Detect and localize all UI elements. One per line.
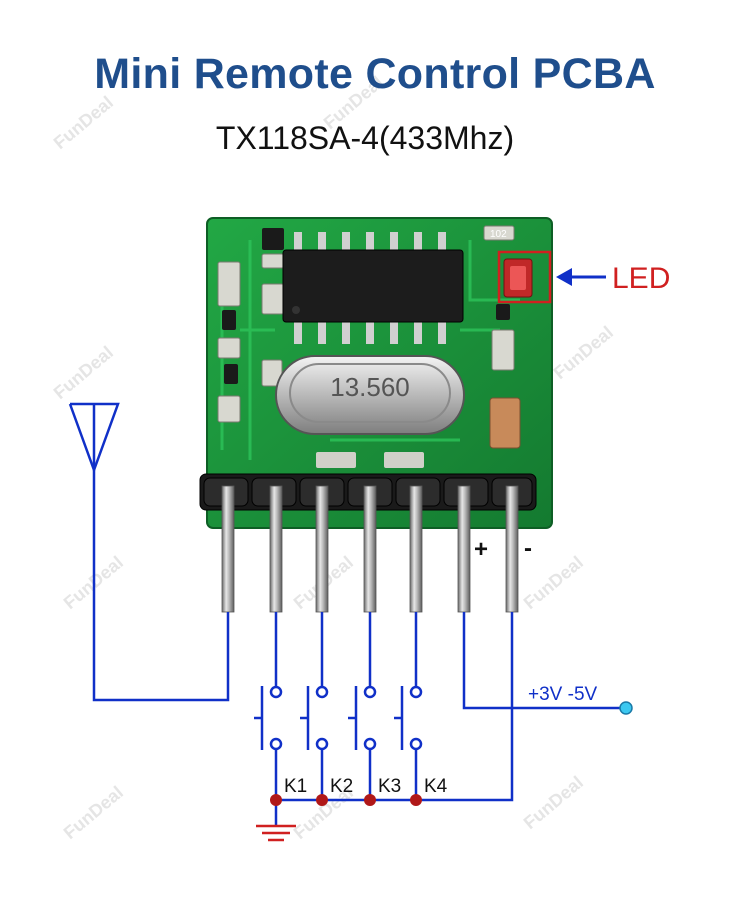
led-callout: LED <box>497 250 670 304</box>
ic-chip <box>282 232 464 344</box>
pin-k2 <box>315 485 329 613</box>
pcb-board: 102 <box>206 217 553 529</box>
key-label-k4: K4 <box>424 776 448 797</box>
pin-minus <box>505 485 519 613</box>
key-label-k2: K2 <box>330 776 353 797</box>
pin-plus-label: + <box>474 536 488 563</box>
push-button-icon <box>254 685 283 751</box>
crystal-label: 13.560 <box>330 372 410 402</box>
led-highlight-box <box>497 250 552 304</box>
push-button-icon <box>394 685 423 751</box>
pin-k1 <box>269 485 283 613</box>
watermark-7: FunDeal <box>60 782 127 843</box>
model-subtitle: TX118SA-4(433Mhz) <box>215 120 515 156</box>
push-button-icon <box>348 685 377 751</box>
pin-antenna <box>221 485 235 613</box>
power-terminal <box>619 701 633 715</box>
pin-minus-label: - <box>524 535 532 562</box>
watermark-3: FunDeal <box>550 322 617 383</box>
resistor-label: 102 <box>490 229 507 240</box>
key-label-k3: K3 <box>378 776 401 797</box>
push-button-icon <box>300 685 329 751</box>
pin-header: + - <box>199 473 537 613</box>
watermark-4: FunDeal <box>50 342 117 403</box>
led-label: LED <box>612 262 670 295</box>
push-buttons <box>254 685 423 751</box>
antenna-icon <box>68 402 230 702</box>
key-label-k1: K1 <box>284 776 307 797</box>
pin-k3 <box>363 485 377 613</box>
schematic <box>68 402 622 842</box>
pin-k4 <box>409 485 423 613</box>
junction-nodes <box>270 794 422 806</box>
page-title: Mini Remote Control PCBA <box>94 50 656 98</box>
crystal-oscillator: 13.560 <box>275 355 465 435</box>
pin-plus <box>457 485 471 613</box>
power-label: +3V -5V <box>528 684 598 705</box>
watermark-8: FunDeal <box>520 772 587 833</box>
